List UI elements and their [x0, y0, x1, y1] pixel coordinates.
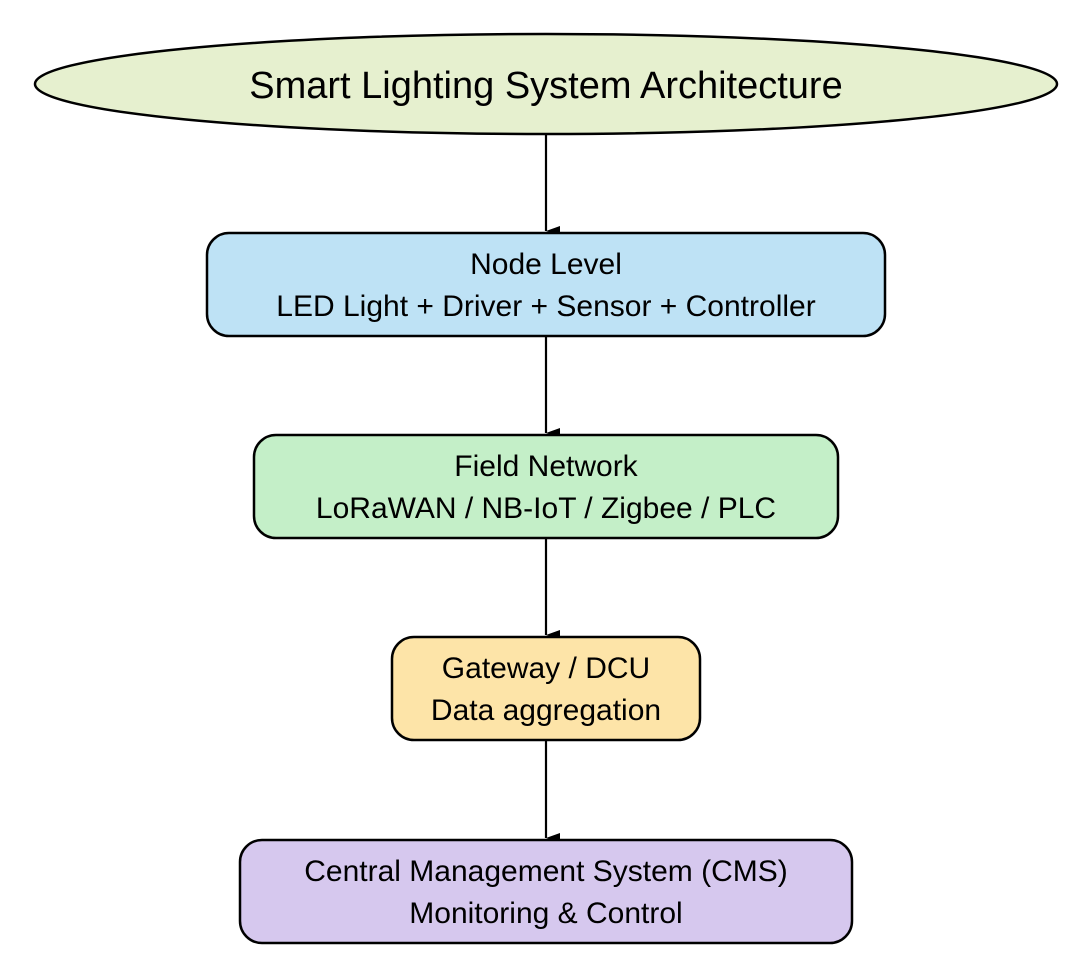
gateway-title: Gateway / DCU — [442, 652, 650, 685]
cms-title: Central Management System (CMS) — [304, 855, 788, 888]
gateway-box[interactable]: Gateway / DCU Data aggregation — [390, 635, 702, 742]
node-level-rect — [205, 231, 887, 338]
field-network-rect — [252, 433, 840, 540]
gateway-rect — [390, 635, 702, 742]
node-level-title: Node Level — [470, 248, 622, 281]
gateway-subtitle: Data aggregation — [431, 694, 661, 727]
title-node[interactable]: Smart Lighting System Architecture — [33, 32, 1059, 136]
title-text: Smart Lighting System Architecture — [249, 65, 842, 107]
cms-rect — [238, 838, 854, 945]
field-network-box[interactable]: Field Network LoRaWAN / NB-IoT / Zigbee … — [252, 433, 840, 540]
field-network-title: Field Network — [454, 450, 638, 483]
cms-box[interactable]: Central Management System (CMS) Monitori… — [238, 838, 854, 945]
node-level-subtitle: LED Light + Driver + Sensor + Controller — [276, 290, 815, 323]
cms-subtitle: Monitoring & Control — [409, 897, 682, 930]
field-network-subtitle: LoRaWAN / NB-IoT / Zigbee / PLC — [316, 492, 776, 525]
node-level-box[interactable]: Node Level LED Light + Driver + Sensor +… — [205, 231, 887, 338]
title-ellipse — [33, 32, 1059, 136]
